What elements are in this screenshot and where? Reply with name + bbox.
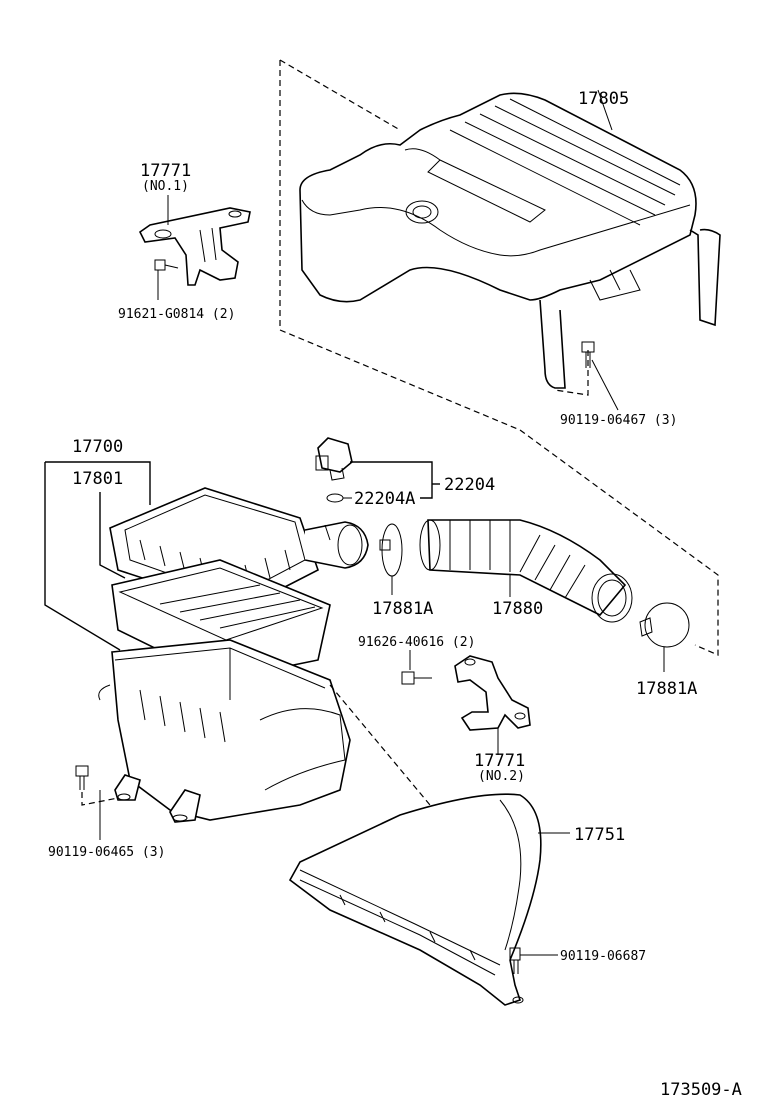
bracket-no2-drawing [401, 650, 531, 755]
air-cleaner-drawing [44, 461, 369, 840]
label-engine-cover: 17805 [578, 89, 629, 109]
label-bracket-no1: 17771 [140, 161, 191, 181]
label-sensor: 22204 [444, 475, 495, 495]
label-bolt-bracket-no2: 91626-40616 (2) [358, 635, 475, 650]
label-air-cleaner-assy: 17700 [72, 437, 123, 457]
label-bolt-cover: 90119-06467 (3) [560, 413, 677, 428]
bracket-no1-drawing [138, 195, 251, 300]
label-clamp-right: 17881A [636, 679, 697, 699]
hose-drawing [329, 519, 690, 806]
label-bolt-case: 90119-06465 (3) [48, 845, 165, 860]
label-bracket-no2: 17771 [474, 751, 525, 771]
label-bracket-no1-sub: (NO.1) [142, 179, 189, 194]
label-bracket-no2-sub: (NO.2) [478, 769, 525, 784]
label-air-cleaner-cap: 17801 [72, 469, 123, 489]
sensor-drawing [315, 437, 440, 503]
label-intake-hose: 17880 [492, 599, 543, 619]
label-duct: 17751 [574, 825, 625, 845]
label-bolt-bracket-no1: 91621-G0814 (2) [118, 307, 235, 322]
engine-cover-drawing [279, 59, 721, 656]
duct-drawing [288, 793, 570, 1006]
label-bolt-duct: 90119-06687 [560, 949, 646, 964]
label-sensor-oring: 22204A [354, 489, 415, 509]
figure-number: 173509-A [660, 1080, 742, 1100]
label-clamp-left: 17881A [372, 599, 433, 619]
